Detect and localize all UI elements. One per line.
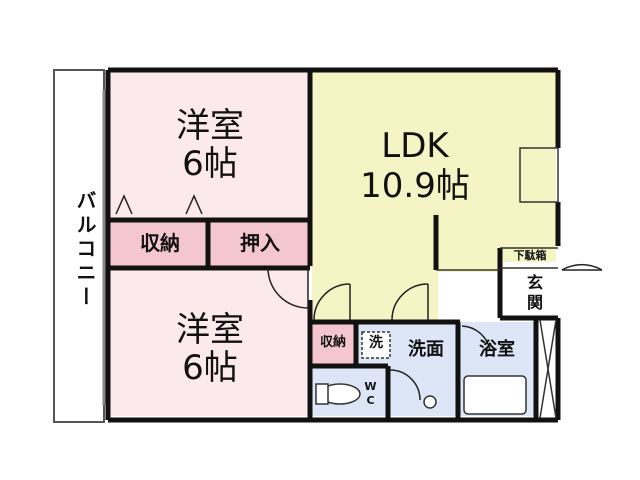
western-room-top (110, 72, 310, 220)
western-room-top-name: 洋室 (176, 106, 244, 146)
balcony-area (53, 69, 105, 423)
ldk-label: LDK (381, 126, 449, 166)
shoe-box-label: 下駄箱 (513, 249, 547, 262)
ldk-area (312, 72, 556, 320)
fixtures (315, 331, 527, 415)
western-room-bottom-name: 洋室 (176, 310, 244, 350)
storage-left-area (110, 222, 210, 266)
western-room-bottom-size: 6帖 (182, 348, 238, 388)
entrance-label: 玄関 (524, 274, 543, 314)
closet-label: 押入 (240, 231, 280, 255)
washer-label: 洗 (369, 335, 383, 351)
bathroom-label: 浴室 (479, 339, 515, 360)
storage-small-label: 収納 (319, 335, 346, 350)
washroom-label: 洗面 (408, 339, 444, 360)
walls (105, 67, 561, 423)
storage-left-label: 収納 (140, 231, 180, 255)
western-room-bottom (110, 270, 308, 416)
ldk-size: 10.9帖 (360, 166, 470, 206)
thin-walls (436, 147, 559, 419)
closet-area (210, 222, 310, 266)
western-room-top-size: 6帖 (182, 144, 238, 184)
door-swings (115, 194, 603, 401)
toilet-label: WC (364, 380, 377, 408)
balcony-label: バルコニー (73, 190, 97, 310)
storage-small-area (312, 324, 354, 366)
